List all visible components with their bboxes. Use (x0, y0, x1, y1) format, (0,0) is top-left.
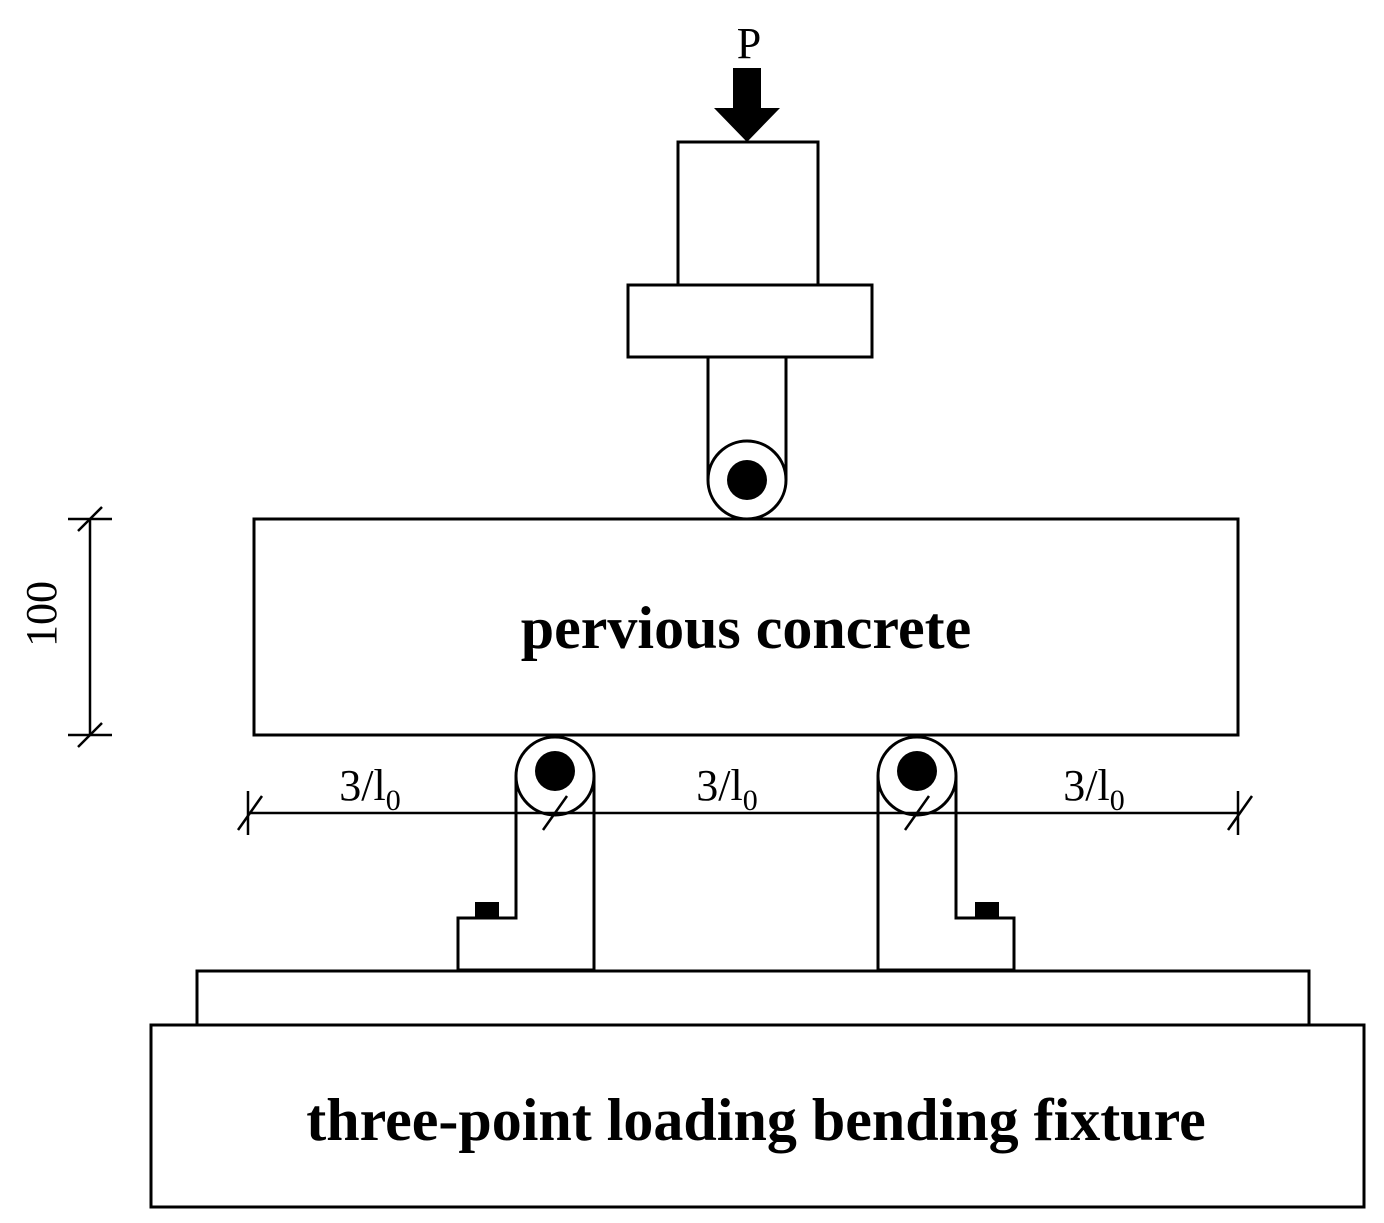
load-label: P (737, 19, 761, 68)
left-support (456, 735, 596, 972)
height-dimension-label: 100 (17, 581, 66, 647)
loading-rod (706, 357, 788, 480)
load-arrow (714, 68, 780, 142)
right-support (876, 735, 1016, 972)
height-dimension-line (68, 506, 112, 748)
span-label-middle: 3/l0 (696, 761, 757, 817)
span-label-left: 3/l0 (339, 761, 400, 817)
top-roller (706, 439, 788, 521)
fixture-frame (149, 1023, 1366, 1209)
loading-head-block (676, 140, 820, 287)
beam-label: pervious concrete (521, 595, 971, 661)
fixture-label: three-point loading bending fixture (306, 1087, 1206, 1153)
span-label-right: 3/l0 (1063, 761, 1124, 817)
loading-head-plate (626, 283, 874, 359)
beam (252, 517, 1240, 737)
span-dimension-line (236, 791, 1254, 835)
base-plate (195, 969, 1311, 1027)
